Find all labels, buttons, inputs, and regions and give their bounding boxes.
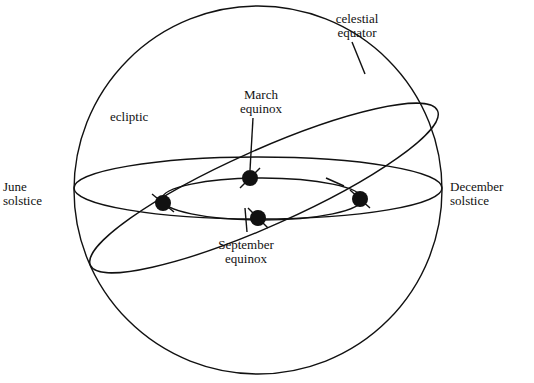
leader-line bbox=[245, 208, 247, 232]
sphere-outline bbox=[74, 6, 442, 374]
point-label: December solstice bbox=[450, 180, 530, 208]
leader-line bbox=[352, 42, 365, 74]
tick-mark bbox=[240, 168, 260, 188]
circle-label: ecliptic bbox=[110, 110, 170, 124]
tick-mark bbox=[350, 190, 370, 208]
horizontal-circle bbox=[74, 157, 442, 219]
equinox-point bbox=[250, 210, 266, 226]
point-label: June solstice bbox=[3, 180, 55, 208]
celestial-equator-ellipse bbox=[75, 76, 453, 300]
circle-label: celestial equator bbox=[326, 12, 388, 40]
solstice-point bbox=[352, 191, 368, 207]
tick-mark bbox=[326, 178, 344, 186]
tick-mark bbox=[152, 194, 174, 212]
tick-mark bbox=[248, 208, 268, 228]
leader-line bbox=[250, 118, 253, 170]
equinox-point bbox=[242, 170, 258, 186]
point-label: September equinox bbox=[206, 238, 286, 266]
solstice-point bbox=[155, 195, 171, 211]
point-label: March equinox bbox=[226, 88, 296, 116]
